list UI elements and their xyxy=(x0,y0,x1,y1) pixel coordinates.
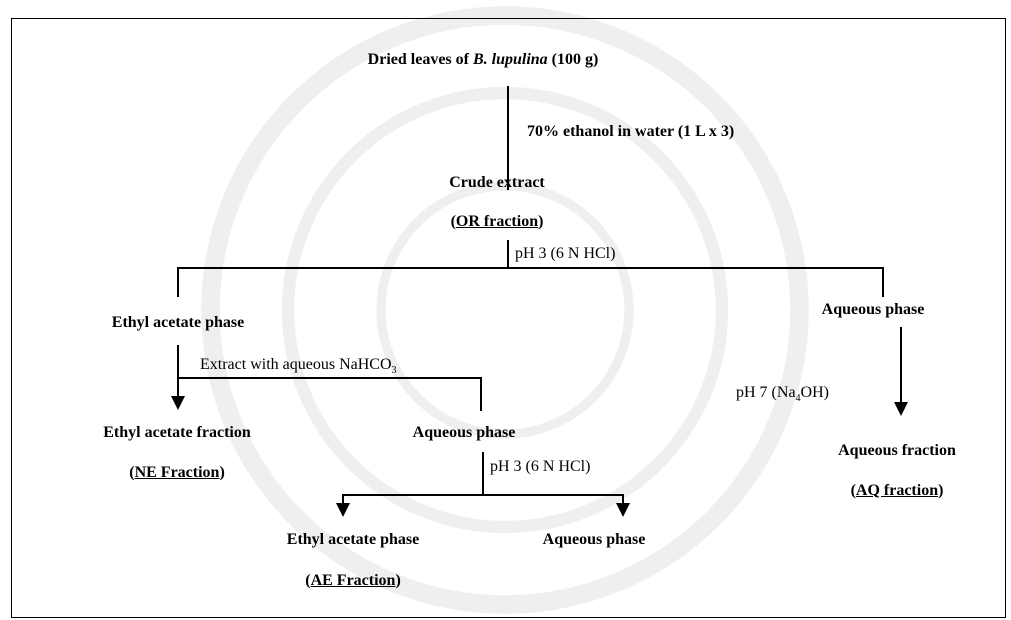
connector-ethyl-acetate xyxy=(177,345,179,397)
ethyl-acetate-phase-label: Ethyl acetate phase xyxy=(111,314,245,331)
connector-middle-acidification xyxy=(482,452,484,496)
aqueous-fraction-label: Aqueous fraction xyxy=(838,442,956,459)
crude-extract-label: Crude extract xyxy=(449,174,545,191)
middle-right-drop xyxy=(622,494,624,504)
acidification-step: pH 3 (6 N HCl) xyxy=(515,245,616,262)
starting-material-label: Dried leaves of B. lupulina (100 g) xyxy=(367,51,599,68)
arrow-aqueous-fraction xyxy=(894,402,908,416)
arrow-ae-ethyl-acetate xyxy=(336,503,350,517)
ethanol-extraction-step: 70% ethanol in water (1 L x 3) xyxy=(527,123,735,140)
branch-left-drop xyxy=(177,267,179,297)
bicarbonate-branch-line xyxy=(177,377,482,379)
ae-ethyl-acetate-phase-label: Ethyl acetate phase xyxy=(286,531,420,548)
university-seal-watermark xyxy=(201,6,809,614)
branch-right-drop xyxy=(882,267,884,297)
or-fraction-label: (OR fraction) xyxy=(450,213,544,230)
connector-aqueous-right xyxy=(900,327,902,403)
middle-branch-line xyxy=(342,494,624,496)
ae-fraction-label: (AE Fraction) xyxy=(305,572,401,589)
partition-branch-line xyxy=(177,267,884,269)
ne-fraction-label: (NE Fraction) xyxy=(129,464,225,481)
bicarbonate-extraction-step: Extract with aqueous NaHCO3 xyxy=(200,356,397,376)
connector-aqueous-middle xyxy=(480,377,482,411)
connector-extraction xyxy=(507,86,509,190)
middle-acidification-step: pH 3 (6 N HCl) xyxy=(490,458,591,475)
aqueous-phase-middle-label: Aqueous phase xyxy=(412,424,516,441)
aqueous-phase-right-label: Aqueous phase xyxy=(821,301,925,318)
neutralization-step: pH 7 (Na4OH) xyxy=(736,384,829,404)
ae-aqueous-phase-label: Aqueous phase xyxy=(542,531,646,548)
ethyl-acetate-fraction-label: Ethyl acetate fraction xyxy=(103,424,251,441)
middle-left-drop xyxy=(342,494,344,504)
arrow-ethyl-acetate-fraction xyxy=(171,396,185,410)
flow-diagram: Dried leaves of B. lupulina (100 g) 70% … xyxy=(11,6,1006,618)
connector-partition xyxy=(507,240,509,268)
aq-fraction-label: (AQ fraction) xyxy=(850,482,944,499)
arrow-ae-aqueous xyxy=(616,503,630,517)
